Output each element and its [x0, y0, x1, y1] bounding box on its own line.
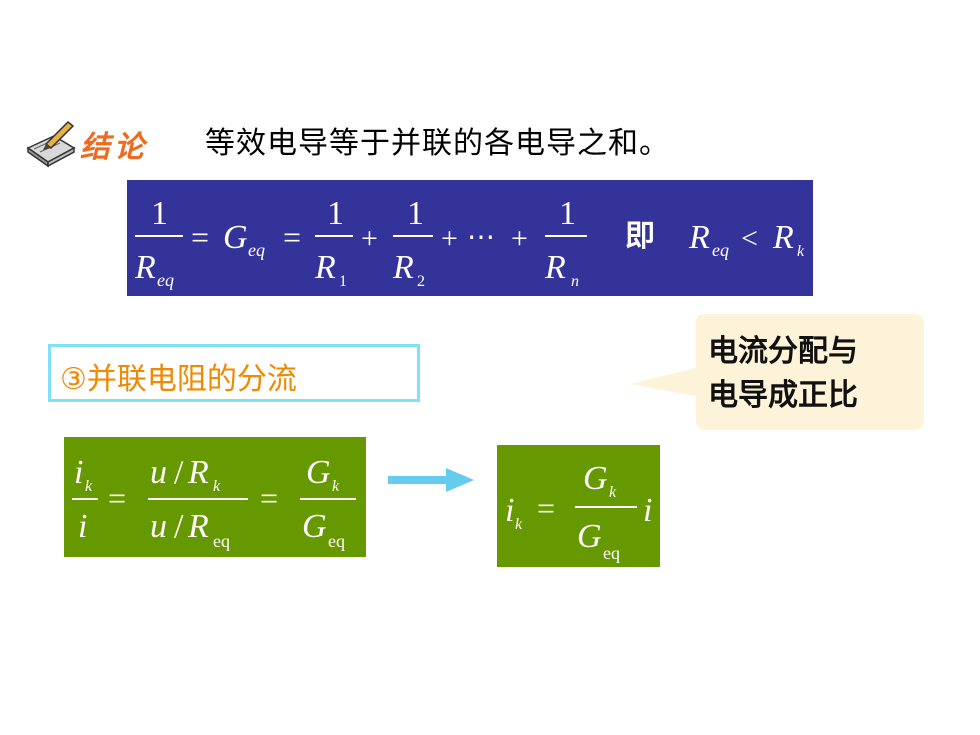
numerator-one: 1 [559, 195, 576, 232]
G-symbol: G [583, 460, 608, 497]
section-heading-box [48, 344, 420, 402]
conclusion-label: 结论 [80, 130, 148, 165]
callout-text: 电流分配与 电导成正比 [708, 330, 858, 418]
callout-line-2: 电导成正比 [708, 378, 858, 413]
slash: / [174, 508, 184, 545]
equals-sign: = [191, 219, 209, 255]
u-symbol: u [150, 454, 167, 491]
equals-sign: = [108, 480, 126, 516]
G-symbol: G [306, 454, 331, 491]
R-symbol: R [134, 249, 156, 286]
G-symbol: G [302, 508, 327, 545]
subscript-k: k [609, 484, 617, 501]
i-symbol: i [643, 492, 652, 529]
subscript-n: n [571, 273, 579, 290]
numerator-one: 1 [151, 195, 168, 232]
subscript-k: k [332, 478, 340, 495]
i-symbol: i [505, 492, 514, 529]
numerator-one: 1 [407, 195, 424, 232]
R-symbol: R [688, 219, 710, 256]
book-pen-icon [26, 120, 76, 168]
right-arrow-icon [388, 468, 474, 492]
slash: / [174, 454, 184, 491]
R-symbol: R [187, 454, 209, 491]
i-symbol: i [74, 454, 83, 491]
plus-sign: + [441, 222, 458, 255]
eq-subscript: eq [213, 531, 230, 551]
parallel-conductance-formula: 1 R eq = G eq = 1 R 1 + 1 R 2 + ⋯ + 1 R … [127, 180, 813, 296]
ellipsis: ⋯ [467, 222, 495, 253]
R-symbol: R [392, 249, 414, 286]
R-symbol: R [187, 508, 209, 545]
eq-subscript: eq [712, 240, 729, 260]
eq-subscript: eq [328, 531, 345, 551]
subscript-k: k [515, 516, 523, 533]
equals-sign: = [537, 490, 555, 526]
equals-sign: = [260, 480, 278, 516]
eq-subscript: eq [603, 543, 620, 563]
u-symbol: u [150, 508, 167, 545]
current-divider-formula: i k i = u / R k u / R eq = G k G eq [64, 437, 366, 557]
numerator-one: 1 [327, 195, 344, 232]
R-symbol: R [772, 219, 794, 256]
speech-callout [630, 314, 924, 430]
section-heading: ③并联电阻的分流 [60, 362, 297, 397]
i-symbol: i [78, 508, 87, 545]
less-than-sign: < [741, 222, 758, 255]
subscript-k: k [85, 478, 93, 495]
G-symbol: G [223, 219, 248, 256]
plus-sign: + [511, 222, 528, 255]
subscript-1: 1 [339, 273, 347, 290]
subscript-2: 2 [417, 273, 425, 290]
subscript-k: k [213, 478, 221, 495]
equals-sign: = [283, 219, 301, 255]
conclusion-text: 等效电导等于并联的各电导之和。 [205, 126, 670, 161]
eq-subscript: eq [157, 270, 174, 290]
R-symbol: R [544, 249, 566, 286]
subscript-k: k [797, 243, 805, 260]
R-symbol: R [314, 249, 336, 286]
ji-text: 即 [625, 219, 655, 254]
plus-sign: + [361, 222, 378, 255]
G-symbol: G [577, 518, 602, 555]
eq-subscript: eq [248, 240, 265, 260]
callout-line-1: 电流分配与 [708, 334, 858, 369]
current-share-formula: i k = G k G eq i [497, 445, 660, 567]
